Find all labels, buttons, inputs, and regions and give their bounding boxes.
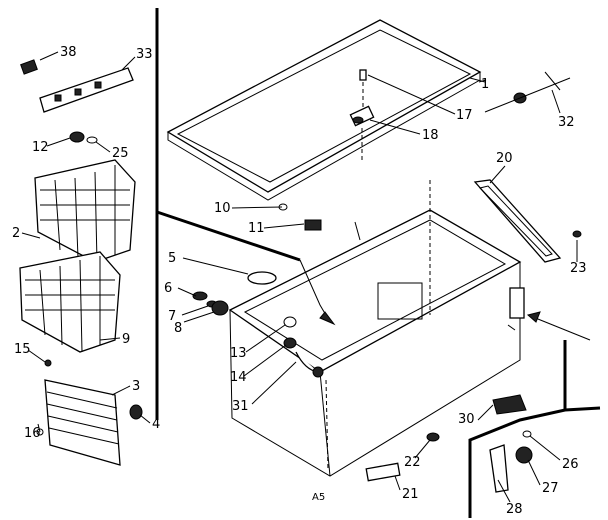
lower-basket <box>19 251 121 353</box>
callout-18: 18 <box>422 128 439 143</box>
callout-22: 20 <box>496 151 513 166</box>
callout-21: 22 <box>404 455 421 470</box>
grille <box>44 379 121 466</box>
callout-17: 17 <box>456 108 473 123</box>
basket-bracket <box>39 67 134 113</box>
callout-16: 16 <box>24 426 41 441</box>
leader-lines <box>21 51 578 503</box>
drain-tube <box>295 351 324 378</box>
callout-26: 26 <box>562 457 579 472</box>
callout-33: 32 <box>558 115 575 130</box>
callout-14: 14 <box>230 370 247 385</box>
callout-31: 33 <box>136 47 153 62</box>
upper-basket <box>34 159 136 263</box>
section-borders <box>155 8 601 518</box>
freezer-cabinet <box>228 180 525 477</box>
callout-20: 21 <box>402 487 419 502</box>
freezer-lid <box>166 19 486 201</box>
callout-1: 1 <box>481 77 489 92</box>
callout-32: 31 <box>232 399 249 414</box>
callout-30: 30 <box>458 412 475 427</box>
inside-arrow <box>299 259 591 341</box>
small-parts <box>20 59 582 493</box>
callout-8: 8 <box>174 321 182 336</box>
callout-27: 27 <box>542 481 559 496</box>
callout-2: 2 <box>12 226 20 241</box>
callout-15: 15 <box>14 342 31 357</box>
callout-4: 4 <box>152 417 160 432</box>
callout-25: 25 <box>112 146 129 161</box>
callout-10: 10 <box>214 201 231 216</box>
callout-11: 11 <box>248 221 265 236</box>
callout-28: 28 <box>506 502 523 517</box>
callout-3: 3 <box>132 379 140 394</box>
callout-9: 9 <box>122 332 130 347</box>
lid-latch <box>349 69 375 160</box>
callout-5: 5 <box>168 251 176 266</box>
access-panel <box>473 179 562 263</box>
callout-7: 7 <box>168 309 176 324</box>
callout-13: 13 <box>230 346 247 361</box>
callout-12: 12 <box>32 140 49 155</box>
callout-labels: 38 33 12 25 2 9 15 3 4 16 5 6 7 8 10 11 … <box>12 45 587 517</box>
callout-6: 6 <box>164 281 172 296</box>
callout-23: 23 <box>570 261 587 276</box>
callout-38: 38 <box>60 45 77 60</box>
footer-mark: A5 <box>312 492 325 503</box>
